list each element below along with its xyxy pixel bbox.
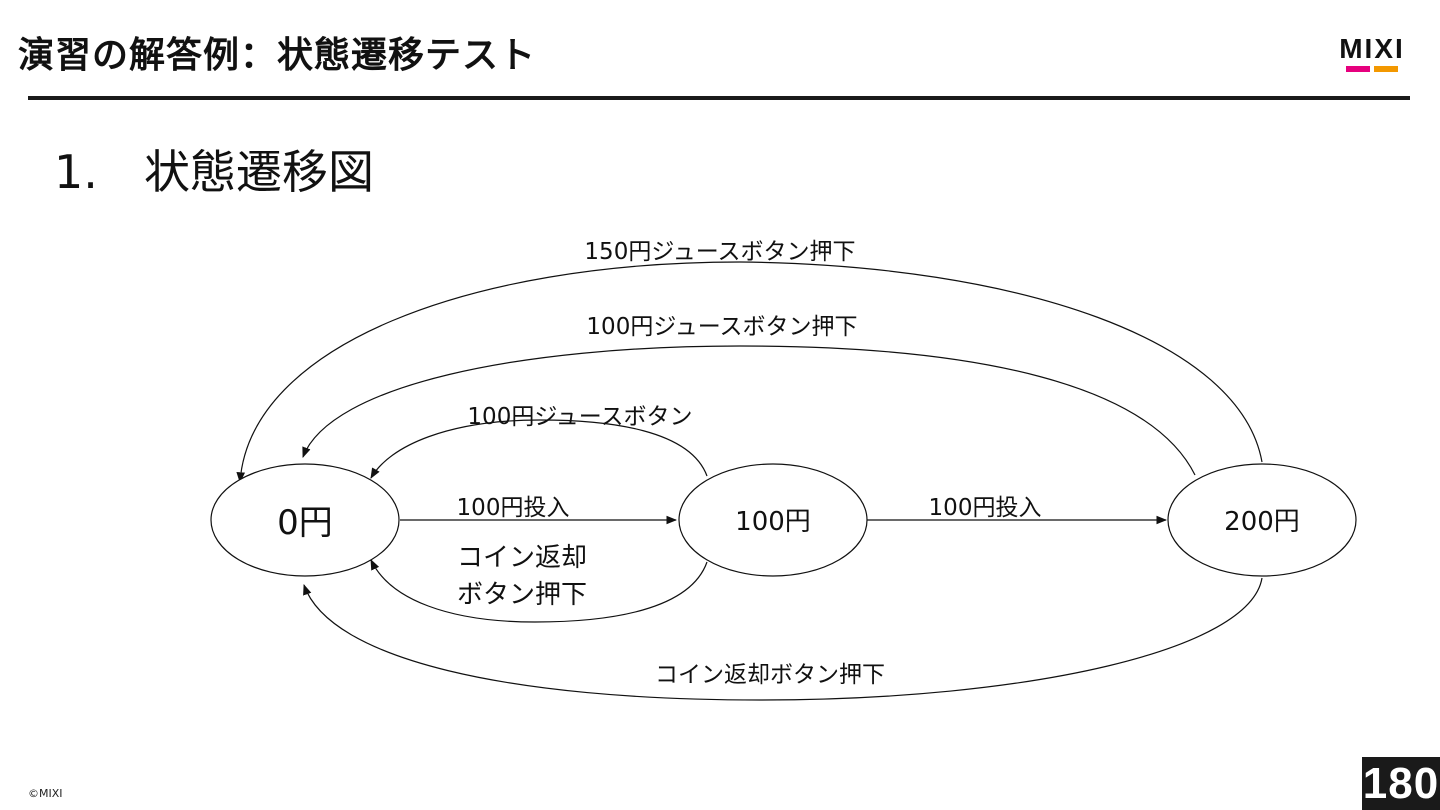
transition-100-juice-200-label: 100円ジュースボタン押下 — [586, 314, 857, 340]
logo-bar-magenta — [1346, 66, 1370, 72]
state-0-label: 0円 — [277, 503, 333, 543]
section-title: 状態遷移図 — [144, 145, 374, 199]
transition-insert-0-100-label: 100円投入 — [457, 495, 570, 521]
transition-150-juice-arrow — [236, 261, 1263, 484]
state-200-node — [1167, 463, 1357, 577]
transition-100-juice-200-arrow — [302, 345, 1196, 476]
transition-100-juice-100-label: 100円ジュースボタン — [467, 404, 692, 430]
copyright: ©MIXI — [28, 787, 63, 800]
transition-return-200-arrow — [303, 577, 1263, 701]
header-divider — [28, 96, 1410, 100]
mixi-logo: MIXI — [1330, 34, 1414, 76]
state-200-label: 200円 — [1224, 507, 1300, 537]
slide-title: 演習の解答例：状態遷移テスト — [18, 35, 537, 76]
transition-100-juice-100-arrow — [370, 419, 708, 479]
state-100-node — [678, 463, 868, 577]
transition-return-100-label-line1: コイン返却 — [457, 543, 587, 573]
logo-text: MIXI — [1339, 33, 1405, 64]
transition-return-100-arrow — [370, 559, 708, 623]
transition-150-juice-label: 150円ジュースボタン押下 — [584, 239, 855, 265]
state-100-label: 100円 — [735, 507, 811, 537]
logo-bar-orange — [1374, 66, 1398, 72]
page-number: 180 — [1362, 757, 1440, 810]
transition-return-100-label-line2: ボタン押下 — [457, 580, 587, 610]
section-number: 1. — [54, 145, 98, 199]
transition-insert-100-200-label: 100円投入 — [929, 495, 1042, 521]
section-heading: 1. 状態遷移図 — [54, 136, 374, 202]
state-0-node — [210, 463, 400, 577]
transition-return-200-label: コイン返却ボタン押下 — [655, 662, 885, 688]
